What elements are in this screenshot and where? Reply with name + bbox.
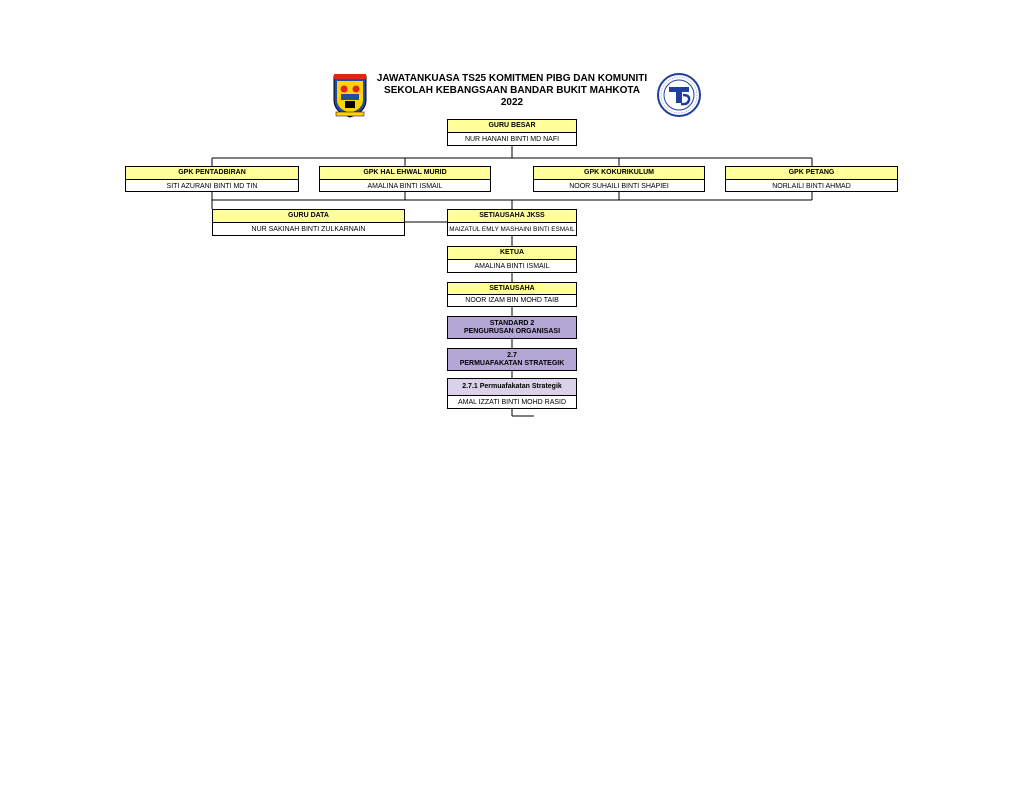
node-title: SETIAUSAHA xyxy=(448,283,576,295)
node-name: AMALINA BINTI ISMAIL xyxy=(474,263,550,270)
node-title: GPK PETANG xyxy=(726,167,897,180)
node-title: GURU BESAR xyxy=(448,120,576,133)
node-gpk-pentadbiran: GPK PENTADBIRAN SITI AZURANI BINTI MD TI… xyxy=(125,166,299,192)
standard-line-2: PENGURUSAN ORGANISASI xyxy=(463,327,561,335)
title-line-2: SEKOLAH KEBANGSAAN BANDAR BUKIT MAHKOTA xyxy=(384,85,640,96)
node-sub-strategi: 2.7.1 Permuafakatan Strategik AMAL IZZAT… xyxy=(447,378,577,409)
node-title: 2.7.1 Permuafakatan Strategik xyxy=(448,379,576,396)
node-name: SITI AZURANI BINTI MD TIN xyxy=(166,183,258,190)
strategi-line-1: 2.7 xyxy=(507,351,517,359)
node-title: GPK HAL EHWAL MURID xyxy=(320,167,490,180)
node-name: NOOR IZAM BIN MOHD TAIB xyxy=(465,297,559,304)
node-title: GPK KOKURIKULUM xyxy=(534,167,704,180)
node-title: SETIAUSAHA JKSS xyxy=(448,210,576,223)
node-name: NORLAILI BINTI AHMAD xyxy=(772,183,851,190)
node-name: NUR SAKINAH BINTI ZULKARNAIN xyxy=(251,226,366,233)
title-line-1: JAWATANKUASA TS25 KOMITMEN PIBG DAN KOMU… xyxy=(376,73,648,84)
strategi-line-2: PERMUAFAKATAN STRATEGIK xyxy=(459,359,565,367)
node-guru-besar: GURU BESAR NUR HANANI BINTI MD NAFI xyxy=(447,119,577,146)
standard-line-1: STANDARD 2 xyxy=(489,319,535,327)
node-name: AMALINA BINTI ISMAIL xyxy=(367,183,443,190)
node-title: KETUA xyxy=(448,247,576,260)
node-title: GURU DATA xyxy=(213,210,404,223)
node-name: MAIZATUL EMLY MASHAINI BINTI ESMAIL xyxy=(449,226,575,233)
node-standard: STANDARD 2 PENGURUSAN ORGANISASI xyxy=(447,316,577,339)
node-title: GPK PENTADBIRAN xyxy=(126,167,298,180)
page-title: JAWATANKUASA TS25 KOMITMEN PIBG DAN KOMU… xyxy=(370,73,654,109)
node-ketua: KETUA AMALINA BINTI ISMAIL xyxy=(447,246,577,273)
node-guru-data: GURU DATA NUR SAKINAH BINTI ZULKARNAIN xyxy=(212,209,405,236)
node-name: NUR HANANI BINTI MD NAFI xyxy=(464,136,560,143)
node-strategi: 2.7 PERMUAFAKATAN STRATEGIK xyxy=(447,348,577,371)
title-line-3: 2022 xyxy=(500,97,524,108)
node-setiausaha-jkss: SETIAUSAHA JKSS MAIZATUL EMLY MASHAINI B… xyxy=(447,209,577,236)
node-name: NOOR SUHAILI BINTI SHAPIEI xyxy=(569,183,669,190)
node-gpk-hem: GPK HAL EHWAL MURID AMALINA BINTI ISMAIL xyxy=(319,166,491,192)
node-gpk-petang: GPK PETANG NORLAILI BINTI AHMAD xyxy=(725,166,898,192)
ts25-circle-logo-icon xyxy=(657,73,701,122)
node-gpk-kokurikulum: GPK KOKURIKULUM NOOR SUHAILI BINTI SHAPI… xyxy=(533,166,705,192)
node-setiausaha: SETIAUSAHA NOOR IZAM BIN MOHD TAIB xyxy=(447,282,577,307)
school-crest-icon xyxy=(332,72,368,123)
node-name: AMAL IZZATI BINTI MOHD RASID xyxy=(457,399,567,406)
